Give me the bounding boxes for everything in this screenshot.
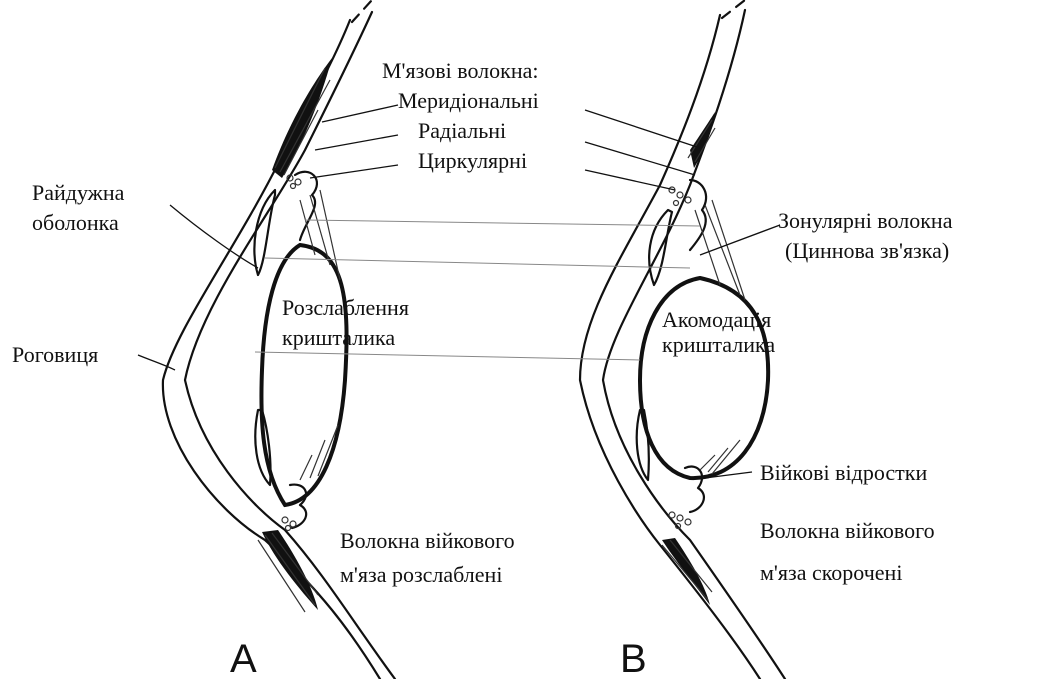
label-accom-1: Акомодація [662, 307, 771, 332]
circular-fiber-dot [295, 179, 301, 185]
ciliary-muscle-upper-b [688, 112, 715, 168]
label-contracted-2: м'яза скорочені [760, 560, 902, 585]
label-contracted-1: Волокна війкового [760, 518, 935, 543]
circular-fiber-dot [286, 526, 291, 531]
text-labels: М'язові волокна: Меридіональні Радіальні… [12, 58, 953, 587]
label-radial: Радіальні [418, 118, 506, 143]
panel-label-b: B [620, 637, 647, 679]
ciliary-muscle-upper-a [272, 58, 332, 178]
circular-fiber-dot [685, 197, 691, 203]
label-ciliary-processes: Війкові відростки [760, 460, 927, 485]
circular-fiber-dot [677, 515, 683, 521]
ciliary-process-lower-b [685, 466, 704, 512]
label-zonular-1: Зонулярні волокна [778, 208, 953, 233]
circular-fiber-dot [674, 201, 679, 206]
ciliary-process-upper-b [690, 180, 706, 250]
circular-fiber-dot [291, 184, 296, 189]
label-relax-2: кришталика [282, 325, 395, 350]
label-accom-2: кришталика [662, 332, 775, 357]
label-meridional: Меридіональні [398, 88, 539, 113]
sclera-dash-b [722, 0, 745, 18]
label-relax-1: Розслаблення [282, 295, 409, 320]
label-muscle-fibers: М'язові волокна: [382, 58, 538, 83]
circular-fiber-dot [290, 521, 296, 527]
circular-fiber-dot [685, 519, 691, 525]
label-zonular-2: (Циннова зв'язка) [785, 238, 949, 263]
label-relaxed-2: м'яза розслаблені [340, 562, 502, 587]
label-relaxed-1: Волокна війкового [340, 528, 515, 553]
label-circular: Циркулярні [418, 148, 527, 173]
circular-fiber-dot [669, 512, 675, 518]
circular-fiber-dot [282, 517, 288, 523]
panel-label-a: A [230, 637, 257, 679]
label-iris-1: Райдужна [32, 180, 125, 205]
label-cornea: Роговиця [12, 342, 98, 367]
lens-a [261, 245, 346, 505]
ciliary-muscle-lower-b [662, 538, 712, 605]
label-iris-2: оболонка [32, 210, 119, 235]
circular-fiber-dot [677, 192, 683, 198]
